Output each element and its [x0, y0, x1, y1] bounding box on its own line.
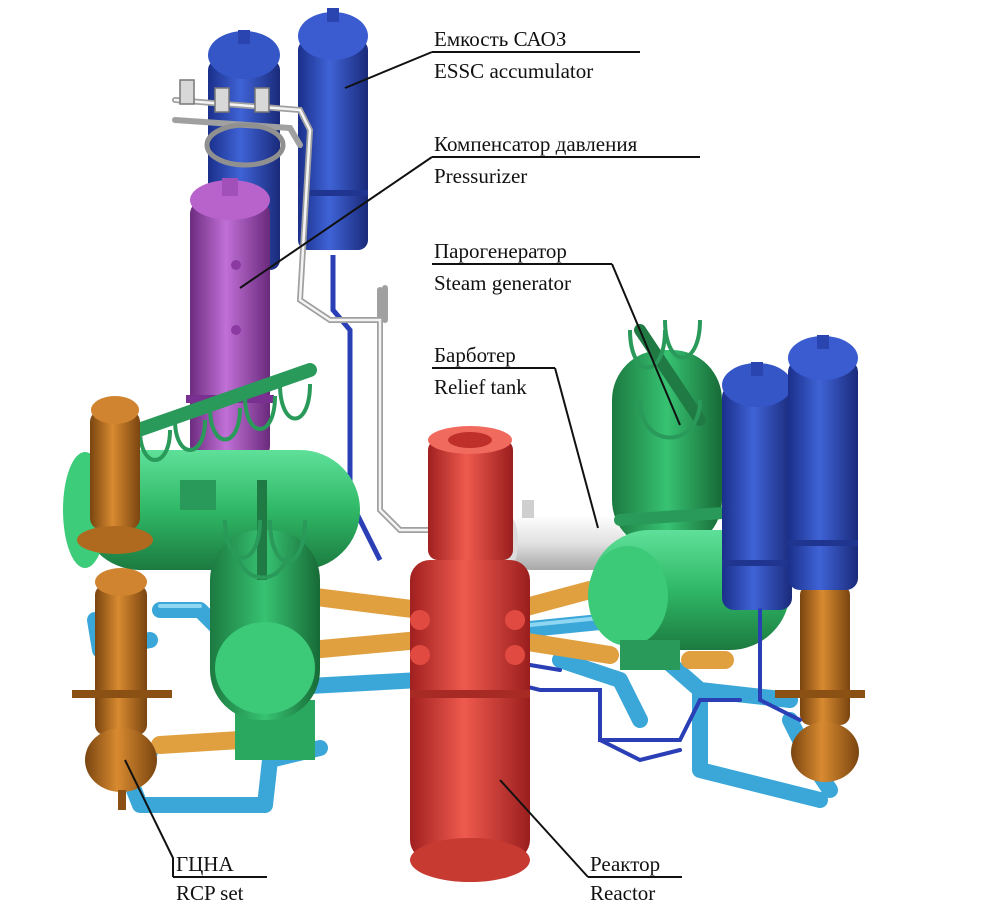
valve-assembly — [179, 79, 286, 168]
essc-accumulator-right-back — [722, 362, 792, 610]
leader-pressurizer — [239, 156, 700, 289]
rcp-set-left-rear — [77, 396, 153, 554]
label-steam-generator-ru: Парогенератор — [434, 239, 567, 263]
label-reactor-ru: Реактор — [590, 852, 660, 876]
label-relief-tank-en: Relief tank — [434, 375, 527, 399]
essc-accumulator-right-front — [788, 335, 858, 590]
label-essc-ru: Емкость САОЗ — [434, 27, 566, 51]
label-essc-en: ESSC accumulator — [434, 59, 593, 83]
essc-accumulator-left-front — [298, 8, 383, 562]
label-pressurizer-en: Pressurizer — [434, 164, 527, 188]
leader-rcp — [124, 759, 267, 878]
steam-generator-left-front — [210, 480, 320, 760]
leader-lines — [124, 51, 700, 878]
leader-reactor — [499, 779, 682, 878]
label-rcp-en: RCP set — [176, 881, 244, 905]
label-steam-generator-en: Steam generator — [434, 271, 571, 295]
rcp-set-right-front — [775, 585, 865, 782]
labels: Емкость САОЗ ESSC accumulator Компенсато… — [176, 27, 660, 905]
label-pressurizer-ru: Компенсатор давления — [434, 132, 638, 156]
rcp-set-left-front — [72, 568, 172, 810]
label-rcp-ru: ГЦНА — [176, 852, 234, 876]
pressurizer — [186, 178, 274, 460]
surge-and-relief-piping-light — [173, 98, 502, 532]
reactor — [410, 426, 530, 882]
leader-essc — [344, 51, 640, 89]
leader-relief-tank — [432, 367, 599, 529]
leader-steam-generator — [432, 263, 681, 426]
label-relief-tank-ru: Барботер — [434, 343, 516, 367]
steam-generator-right-rear — [612, 319, 722, 550]
label-reactor-en: Reactor — [590, 881, 655, 905]
